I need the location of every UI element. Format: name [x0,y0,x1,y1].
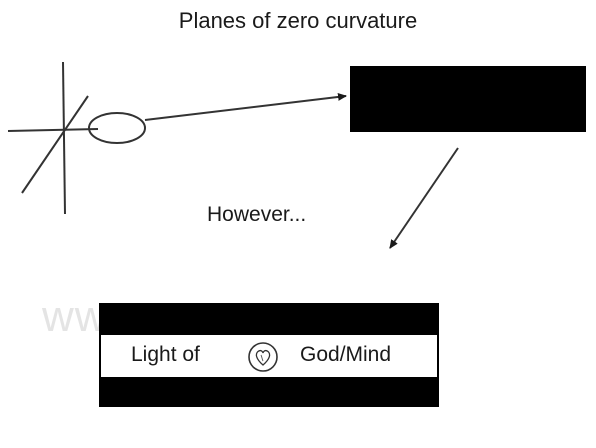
arrow-to-band [389,147,459,249]
plane-ellipse [88,112,146,144]
zero-curvature-plane-rectangle [350,66,586,132]
diagram-title: Planes of zero curvature [178,8,418,33]
light-of-label: Light of [131,343,200,366]
heart-icon [246,340,280,374]
god-mind-label: God/Mind [300,343,392,366]
arrow-to-rectangle [144,92,347,121]
diagonal-axis [21,95,89,194]
horizontal-axis [7,128,99,132]
however-label: However... [207,203,307,226]
vertical-axis [62,61,66,215]
